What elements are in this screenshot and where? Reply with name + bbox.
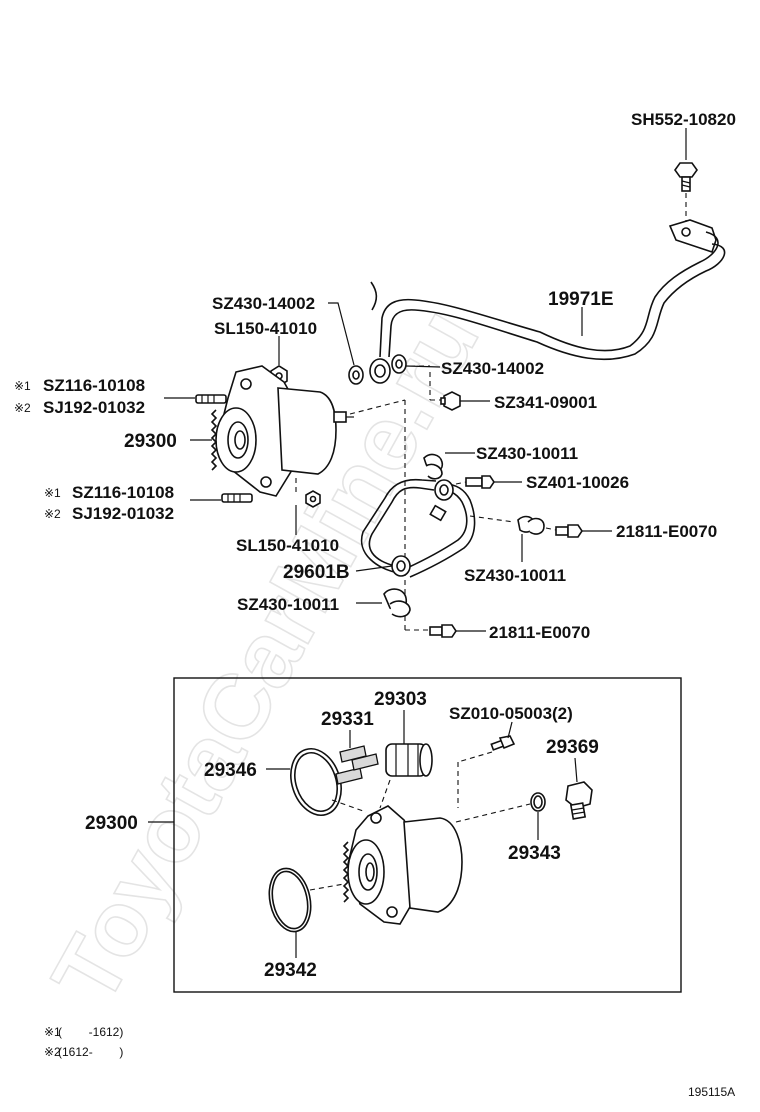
label-sz430-14002-a: SZ430-14002: [212, 294, 315, 313]
footnote-1-mark: ※1: [44, 1025, 61, 1039]
mark-2-top: ※2: [14, 401, 31, 415]
vacuum-pump-upper-icon: [210, 365, 354, 497]
bolt-sz401-10026-icon: [465, 475, 495, 489]
vane-29331-icon: [335, 745, 379, 785]
label-21811-e0070-right: 21811-E0070: [616, 522, 717, 541]
bolt-21811-e0070-lower-icon: [429, 624, 457, 638]
stud-bottom-icon: [221, 493, 253, 503]
label-29369: 29369: [546, 737, 599, 758]
label-sj192-01032-bottom: SJ192-01032: [72, 504, 174, 523]
label-sz430-10011-c: SZ430-10011: [237, 595, 339, 614]
label-29343: 29343: [508, 843, 561, 864]
label-29346: 29346: [204, 760, 257, 781]
oring-29342-icon: [268, 867, 312, 933]
clamp-middle-icon: [517, 515, 545, 535]
label-19971e: 19971E: [548, 289, 614, 310]
label-29342: 29342: [264, 960, 317, 981]
diagram-code: 195115A: [688, 1085, 735, 1099]
label-sz430-14002-b: SZ430-14002: [441, 359, 544, 378]
clamp-upper-icon: [423, 453, 444, 480]
valve-29369-icon: [565, 781, 593, 820]
rotor-29303-icon: [385, 743, 433, 777]
label-sz401-10026: SZ401-10026: [526, 473, 629, 492]
oring-29346-icon: [290, 748, 342, 816]
label-sj192-01032-top: SJ192-01032: [43, 398, 145, 417]
label-sz430-10011-a: SZ430-10011: [476, 444, 578, 463]
outlet-pipe-19971e: [370, 219, 726, 361]
label-29331: 29331: [321, 709, 374, 730]
label-sz430-10011-b: SZ430-10011: [464, 566, 566, 585]
assembly-box: [173, 677, 682, 993]
stud-top-icon: [195, 394, 227, 404]
label-29601b: 29601B: [283, 562, 350, 583]
footnote-2-text: (1612- ): [58, 1045, 123, 1059]
screw-sz010-05003-icon: [490, 735, 516, 751]
label-sl150-41010-b: SL150-41010: [236, 536, 339, 555]
hose-29601b: [360, 478, 476, 578]
label-sh552-10820: SH552-10820: [631, 110, 736, 129]
bolt-21811-e0070-right-icon: [555, 524, 583, 538]
label-29300-top: 29300: [124, 431, 177, 452]
label-21811-e0070-lower: 21811-E0070: [489, 623, 590, 642]
label-sl150-41010-a: SL150-41010: [214, 319, 317, 338]
mark-1-bottom: ※1: [44, 486, 61, 500]
bolt-sh552-10820-icon: [674, 162, 698, 192]
union-bolt-sz341-09001-icon: [440, 391, 461, 411]
vacuum-pump-lower-icon: [342, 805, 463, 925]
oring-29343-icon: [530, 792, 546, 812]
footnote-1-text: ( -1612): [58, 1025, 123, 1039]
clamp-lower-icon: [383, 588, 411, 618]
mark-2-bottom: ※2: [44, 507, 61, 521]
label-sz116-10108-top: SZ116-10108: [43, 376, 145, 395]
footnote-2-mark: ※2: [44, 1045, 61, 1059]
label-29300-box: 29300: [85, 813, 138, 834]
label-29303: 29303: [374, 689, 427, 710]
label-sz010-05003: SZ010-05003(2): [449, 704, 573, 723]
label-sz116-10108-bottom: SZ116-10108: [72, 483, 174, 502]
mark-1-top: ※1: [14, 379, 31, 393]
label-sz341-09001: SZ341-09001: [494, 393, 597, 412]
